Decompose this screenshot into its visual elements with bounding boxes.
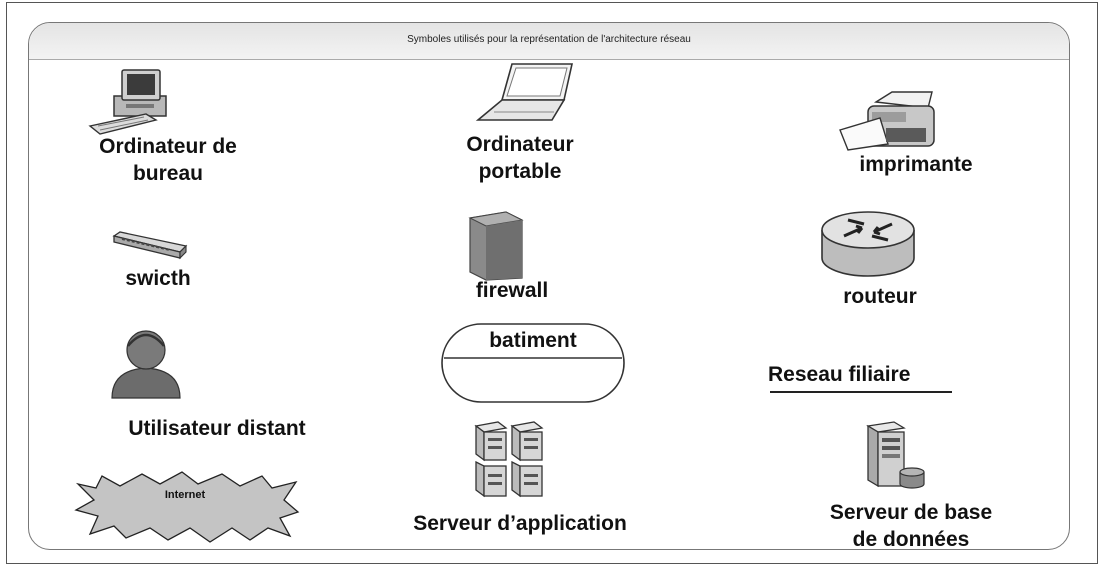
- database-server-label-line1: Serveur de base: [829, 501, 993, 524]
- internet-label: Internet: [164, 489, 206, 501]
- branch-network-label: Reseau filiaire: [768, 363, 911, 386]
- laptop-icon: [472, 60, 592, 128]
- branch-network-underline: [770, 391, 952, 393]
- firewall-label: firewall: [475, 279, 549, 302]
- database-server-icon: [860, 420, 930, 490]
- building-label: batiment: [489, 329, 577, 352]
- printer-label: imprimante: [859, 153, 973, 176]
- switch-icon: [110, 228, 190, 262]
- remote-user-icon: [104, 326, 188, 400]
- printer-icon: [836, 88, 946, 158]
- outer-frame: [6, 2, 1098, 564]
- legend-title: Symboles utilisés pour la représentation…: [407, 34, 691, 45]
- desktop-label-line2: bureau: [132, 162, 203, 185]
- router-icon: [818, 206, 918, 282]
- laptop-label-line1: Ordinateur: [466, 133, 574, 156]
- router-label: routeur: [843, 285, 917, 308]
- application-server-icon: [470, 420, 554, 504]
- desktop-label-line1: Ordinateur de: [99, 135, 237, 158]
- database-server-label-line2: de données: [852, 528, 970, 551]
- title-bar: [29, 23, 1069, 60]
- laptop-label-line2: portable: [478, 160, 562, 183]
- firewall-icon: [466, 210, 526, 282]
- application-server-label: Serveur d’application: [413, 512, 627, 535]
- switch-label: swicth: [125, 267, 191, 290]
- desktop-computer-icon: [86, 68, 176, 140]
- remote-user-label: Utilisateur distant: [128, 417, 306, 440]
- internet-cloud-icon: [72, 470, 302, 544]
- building-shape: [440, 322, 626, 404]
